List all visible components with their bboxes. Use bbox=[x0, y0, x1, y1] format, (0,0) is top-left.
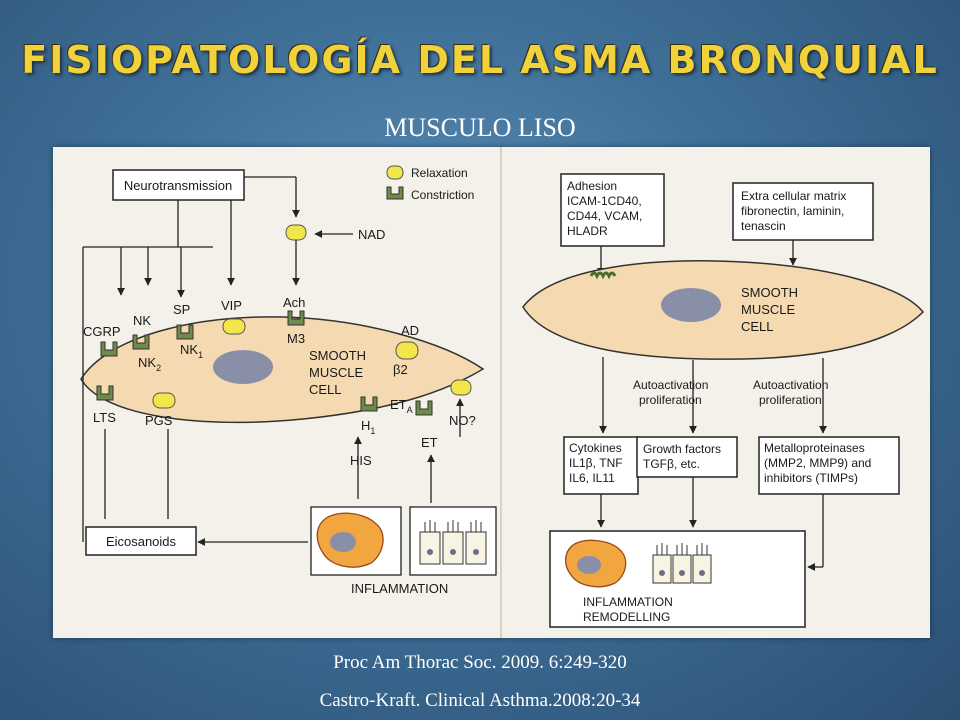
right-diagram: Adhesion ICAM-1CD40, CD44, VCAM, HLADR E… bbox=[522, 173, 925, 628]
legend: Relaxation Constriction bbox=[386, 165, 474, 202]
constriction-legend-icon bbox=[386, 186, 404, 200]
nad-label: NAD bbox=[358, 227, 385, 242]
mast-cell-nucleus bbox=[330, 532, 356, 552]
nucleus-right bbox=[661, 288, 721, 322]
eicosanoids-box bbox=[85, 526, 197, 556]
cytokines-box bbox=[563, 436, 639, 495]
adhesion-line-3: CD44, VCAM, bbox=[567, 209, 642, 223]
cell-label-2: MUSCLE bbox=[309, 365, 364, 380]
ach-label: Ach bbox=[283, 295, 305, 310]
m3-receptor bbox=[287, 310, 305, 326]
nucleus-left bbox=[213, 350, 273, 384]
mmp-line-3: inhibitors (TIMPs) bbox=[764, 471, 858, 485]
no-label: NO? bbox=[449, 413, 476, 428]
adhesion-molecule-icon bbox=[589, 271, 617, 280]
right-cell-label-1: SMOOTH bbox=[741, 285, 798, 300]
citation-2: Castro-Kraft. Clinical Asthma.2008:20-34 bbox=[319, 690, 641, 711]
nk1-label: NK1 bbox=[180, 342, 203, 360]
autoactivation-1-line-1: Autoactivation bbox=[633, 378, 708, 392]
legend-constriction: Constriction bbox=[411, 188, 474, 202]
ecm-line-3: tenascin bbox=[741, 219, 786, 233]
adhesion-box bbox=[560, 173, 665, 247]
epithelial-cells-right bbox=[652, 543, 712, 584]
m3-label: M3 bbox=[287, 331, 305, 346]
ad-label: AD bbox=[401, 323, 419, 338]
mmp-line-2: (MMP2, MMP9) and bbox=[764, 456, 871, 470]
citation-1: Proc Am Thorac Soc. 2009. 6:249-320 bbox=[333, 652, 627, 673]
cell-label-3: CELL bbox=[309, 382, 342, 397]
left-diagram: Neurotransmission Relaxation Constrictio… bbox=[80, 165, 497, 596]
right-cell-label-2: MUSCLE bbox=[741, 302, 796, 317]
mmp-line-1: Metalloproteinases bbox=[764, 441, 865, 455]
slide-title: FISIOPATOLOGÍA DEL ASMA BRONQUIAL bbox=[21, 38, 939, 82]
outcome-line-2: REMODELLING bbox=[583, 610, 670, 624]
beta2-receptor bbox=[395, 341, 419, 360]
autoactivation-1-line-2: proliferation bbox=[639, 393, 702, 407]
cgrp-receptor bbox=[100, 341, 118, 357]
et-label: ET bbox=[421, 435, 438, 450]
eta-label: ETA bbox=[390, 397, 413, 415]
cytokines-line-1: Cytokines bbox=[569, 441, 622, 455]
sp-label: SP bbox=[173, 302, 190, 317]
epithelial-cells bbox=[419, 520, 487, 565]
lts-label: LTS bbox=[93, 410, 116, 425]
mmp-box bbox=[758, 436, 900, 495]
pgs-label: PGS bbox=[145, 413, 173, 428]
smooth-muscle-cell-right bbox=[522, 260, 925, 360]
nk-label: NK bbox=[133, 313, 151, 328]
cytokines-line-3: IL6, IL11 bbox=[569, 471, 615, 485]
adhesion-line-2: ICAM-1CD40, bbox=[567, 194, 642, 208]
eicosanoids-label: Eicosanoids bbox=[106, 534, 177, 549]
his-label: HIS bbox=[350, 453, 372, 468]
pgs-receptor bbox=[152, 392, 176, 409]
growth-factors-line-1: Growth factors bbox=[643, 442, 721, 456]
vip-label: VIP bbox=[221, 298, 242, 313]
mast-cell-right-nucleus bbox=[577, 556, 601, 574]
inflammation-label-left: INFLAMMATION bbox=[351, 581, 448, 596]
legend-relaxation: Relaxation bbox=[411, 166, 468, 180]
cytokines-line-2: IL1β, TNF bbox=[569, 456, 623, 470]
relaxation-legend-icon bbox=[386, 165, 404, 180]
sp-receptor bbox=[176, 324, 194, 340]
ecm-line-1: Extra cellular matrix bbox=[741, 189, 846, 203]
vip-receptor bbox=[222, 318, 246, 335]
neurotransmission-label: Neurotransmission bbox=[124, 178, 232, 193]
nk-receptor bbox=[132, 334, 150, 350]
beta2-label: β2 bbox=[393, 362, 408, 377]
h1-receptor bbox=[360, 396, 378, 412]
adhesion-line-4: HLADR bbox=[567, 224, 608, 238]
growth-factors-box bbox=[636, 436, 738, 478]
smooth-muscle-cell-left bbox=[80, 316, 485, 424]
ecm-box bbox=[732, 182, 874, 241]
figure-panel: Neurotransmission Relaxation Constrictio… bbox=[53, 147, 930, 638]
autoactivation-2-line-1: Autoactivation bbox=[753, 378, 828, 392]
h1-label: H1 bbox=[361, 418, 375, 436]
growth-factors-line-2: TGFβ, etc. bbox=[643, 457, 700, 471]
pathophysiology-diagram: Neurotransmission Relaxation Constrictio… bbox=[80, 147, 925, 638]
lts-receptor bbox=[96, 385, 114, 401]
nk2-label: NK2 bbox=[138, 355, 161, 373]
eta-receptor bbox=[415, 400, 433, 416]
slide-subtitle: MUSCULO LISO bbox=[384, 113, 576, 142]
no-receptor bbox=[450, 379, 472, 396]
nad-vesicle bbox=[285, 224, 307, 241]
adhesion-line-1: Adhesion bbox=[567, 179, 617, 193]
right-cell-label-3: CELL bbox=[741, 319, 774, 334]
autoactivation-2-line-2: proliferation bbox=[759, 393, 822, 407]
cell-label-1: SMOOTH bbox=[309, 348, 366, 363]
cgrp-label: CGRP bbox=[83, 324, 121, 339]
outcome-line-1: INFLAMMATION bbox=[583, 595, 673, 609]
ecm-line-2: fibronectin, laminin, bbox=[741, 204, 844, 218]
